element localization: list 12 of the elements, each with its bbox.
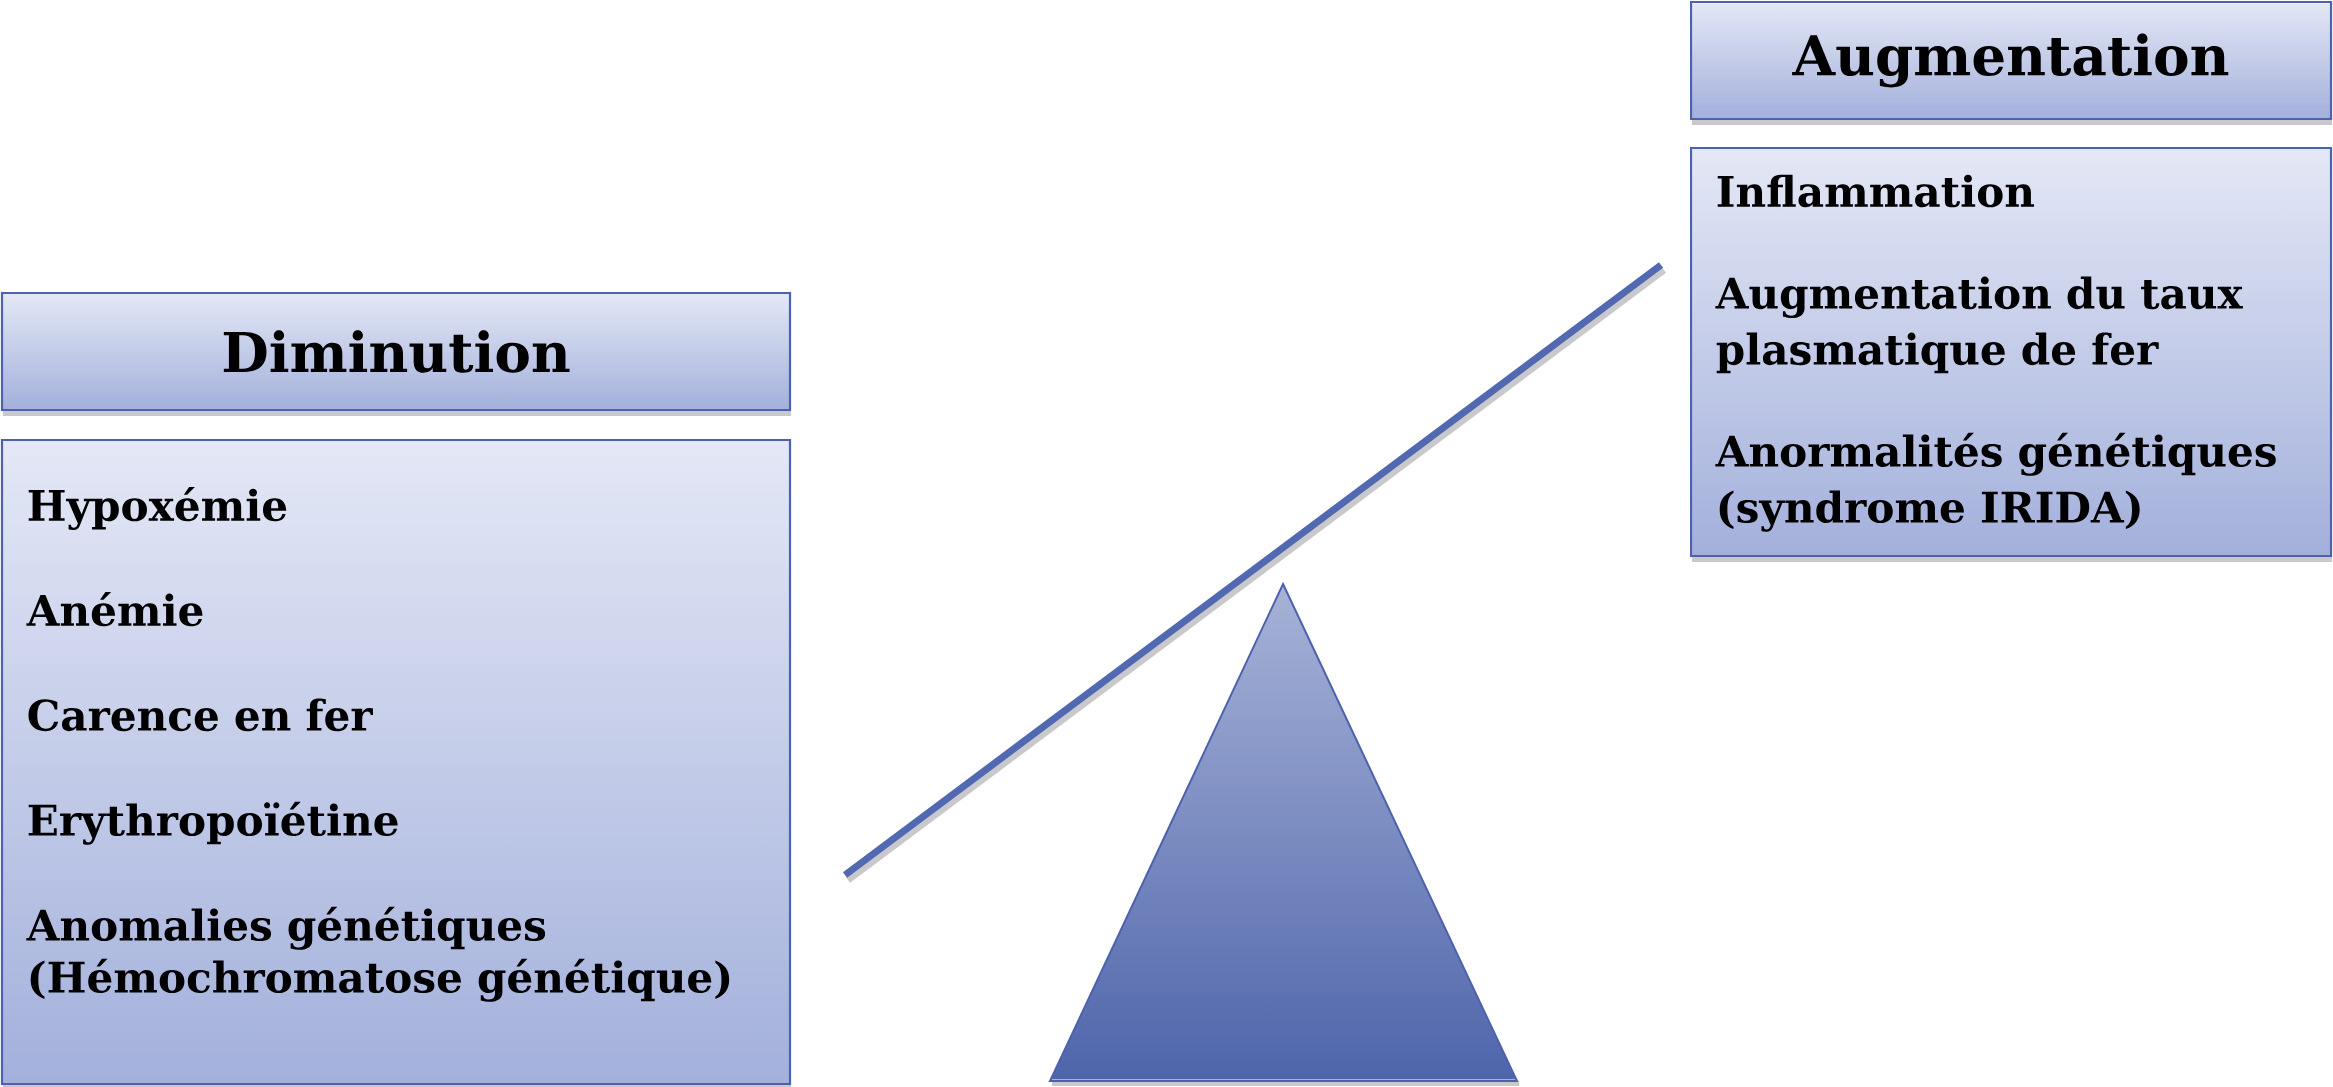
list-item: Carence en fer: [28, 698, 373, 732]
list-item: Erythropoïétine: [28, 801, 398, 845]
list-item: Inflammation: [1717, 174, 2035, 208]
heading-box: Augmentation: [1689, 0, 2333, 125]
list-panel: [0, 438, 792, 1087]
list-item: Anormalités génétiques (syndrome IRIDA): [1715, 432, 2276, 532]
list-item: Anémie: [26, 591, 203, 627]
list-panel: [1689, 146, 2333, 562]
list-item: Hypoxémie: [28, 487, 287, 531]
heading-box: Diminution: [0, 291, 792, 416]
list-item: Augmentation du taux plasmatique de fer: [1715, 276, 2243, 374]
list-item: Anomalies génétiques (Hémochromatose génétique): [26, 906, 730, 1002]
